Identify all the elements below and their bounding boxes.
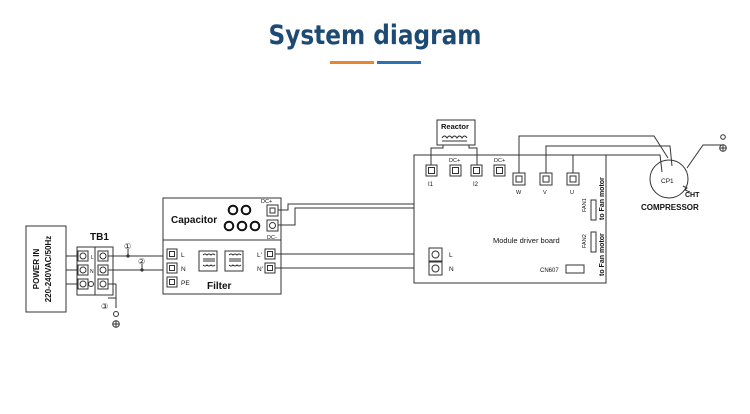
v-terminal-label: V: [543, 190, 547, 196]
ground-icon: [112, 320, 120, 328]
fan2-connector: [590, 231, 597, 253]
module-driver-board: Module driver board L N DC+ DC+ I1 I2 W …: [413, 154, 607, 284]
i2-label: I2: [473, 182, 479, 188]
tb1-l-mark: L: [91, 255, 94, 261]
filter-n-label: N: [181, 266, 186, 273]
to-fan-motor-2: to Fan motor: [599, 233, 606, 276]
u-terminal-label: U: [570, 190, 574, 196]
filter-coil-1: [198, 250, 218, 272]
compressor: CP1 CHT COMPRESSOR: [641, 159, 700, 212]
fan1-label: FAN1: [582, 198, 588, 212]
fan1-connector: [590, 199, 597, 221]
tb1-terminal-block: TB1 L N: [76, 232, 114, 296]
page-title: System diagram: [268, 20, 482, 51]
tb1-terminal-l: [77, 250, 89, 262]
tb1-n-mark: N: [90, 269, 94, 275]
cn607-label: CN607: [540, 268, 559, 274]
capacitor-dc-minus: DC-: [267, 235, 277, 241]
marker-3: ③: [101, 302, 108, 311]
compressor-ground-icon: [719, 144, 727, 152]
module-n-label: N: [449, 266, 454, 273]
power-spec-label: 220-240VAC/50Hz: [44, 236, 53, 303]
tb1-ground-icon: [88, 281, 94, 287]
filter-pe-label: PE: [181, 280, 190, 287]
cn607-connector: [565, 264, 585, 274]
filter-l-label: L: [181, 252, 185, 259]
reactor-label: Reactor: [441, 122, 469, 131]
marker-2: ②: [138, 257, 145, 266]
tb1-terminal-n: [77, 264, 89, 276]
reactor-box: Reactor: [436, 119, 476, 146]
title-underline-blue: [377, 61, 421, 64]
capacitor-label: Capacitor: [171, 215, 217, 226]
filter-nprime-label: N': [257, 266, 263, 273]
module-l-label: L: [449, 252, 453, 259]
power-in-box: POWER IN 220-240VAC/50Hz: [25, 225, 67, 313]
capacitor-filter-box: Capacitor DC+ DC- L N PE: [162, 197, 282, 295]
dc-plus-2: DC+: [494, 158, 505, 164]
marker-1: ①: [124, 242, 131, 251]
module-label: Module driver board: [493, 236, 560, 245]
w-terminal-label: W: [516, 190, 522, 196]
filter-lprime-label: L': [257, 252, 262, 259]
i1-label: I1: [428, 182, 434, 188]
power-in-label: POWER IN: [32, 249, 41, 290]
compressor-label: COMPRESSOR: [641, 203, 699, 212]
tb1-terminal-pe: [77, 278, 89, 290]
cht-label: CHT: [685, 192, 700, 199]
tb1-label: TB1: [90, 232, 109, 243]
capacitor-rings: [223, 204, 261, 232]
cp1-label: CP1: [661, 178, 674, 185]
capacitor-dc-plus: DC+: [261, 199, 272, 205]
fan2-label: FAN2: [582, 234, 588, 248]
title-underline-orange: [330, 61, 374, 64]
to-fan-motor-1: to Fan motor: [599, 177, 606, 220]
dc-plus-1: DC+: [449, 158, 460, 164]
filter-label: Filter: [207, 281, 232, 292]
filter-coil-2: [224, 250, 244, 272]
